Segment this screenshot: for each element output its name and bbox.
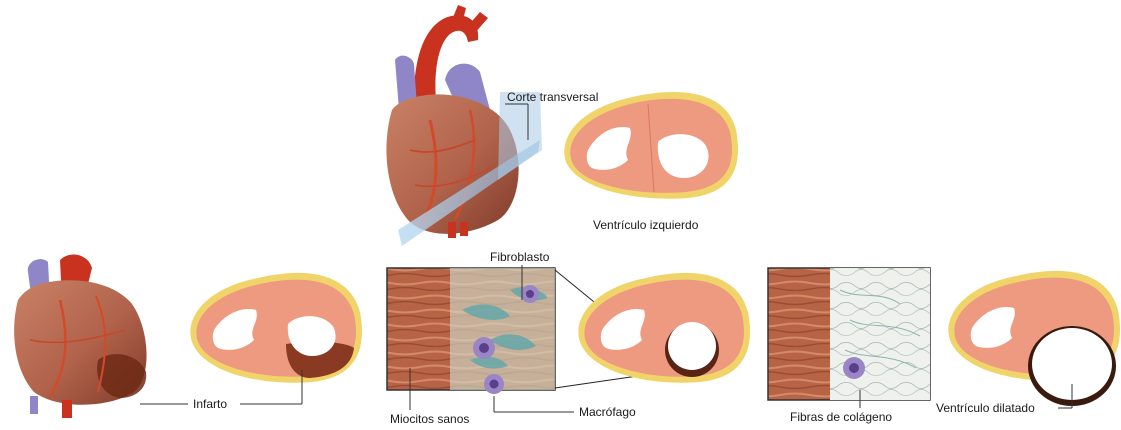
- dilated-cross-section: [948, 271, 1120, 406]
- label-macrophage: Macrófago: [579, 405, 636, 419]
- label-dilated-ventricle: Ventrículo dilatado: [936, 401, 1035, 415]
- infarcted-heart-illustration: [14, 254, 146, 418]
- label-collagen-fibers: Fibras de colágeno: [790, 410, 892, 424]
- scar-tissue-panel: [768, 268, 930, 400]
- label-left-ventricle: Ventrículo izquierdo: [593, 218, 698, 232]
- top-heart-illustration: [386, 5, 542, 246]
- healing-cross-section: [578, 273, 750, 383]
- label-healthy-myocytes: Miocitos sanos: [390, 412, 469, 426]
- label-cross-section: Corte transversal: [507, 90, 598, 104]
- healing-tissue-panel: [387, 268, 555, 394]
- label-fibroblast: Fibroblasto: [490, 250, 549, 264]
- infarct-cross-section: [190, 273, 362, 383]
- label-infarct: Infarto: [193, 397, 227, 411]
- top-cross-section: [564, 92, 738, 199]
